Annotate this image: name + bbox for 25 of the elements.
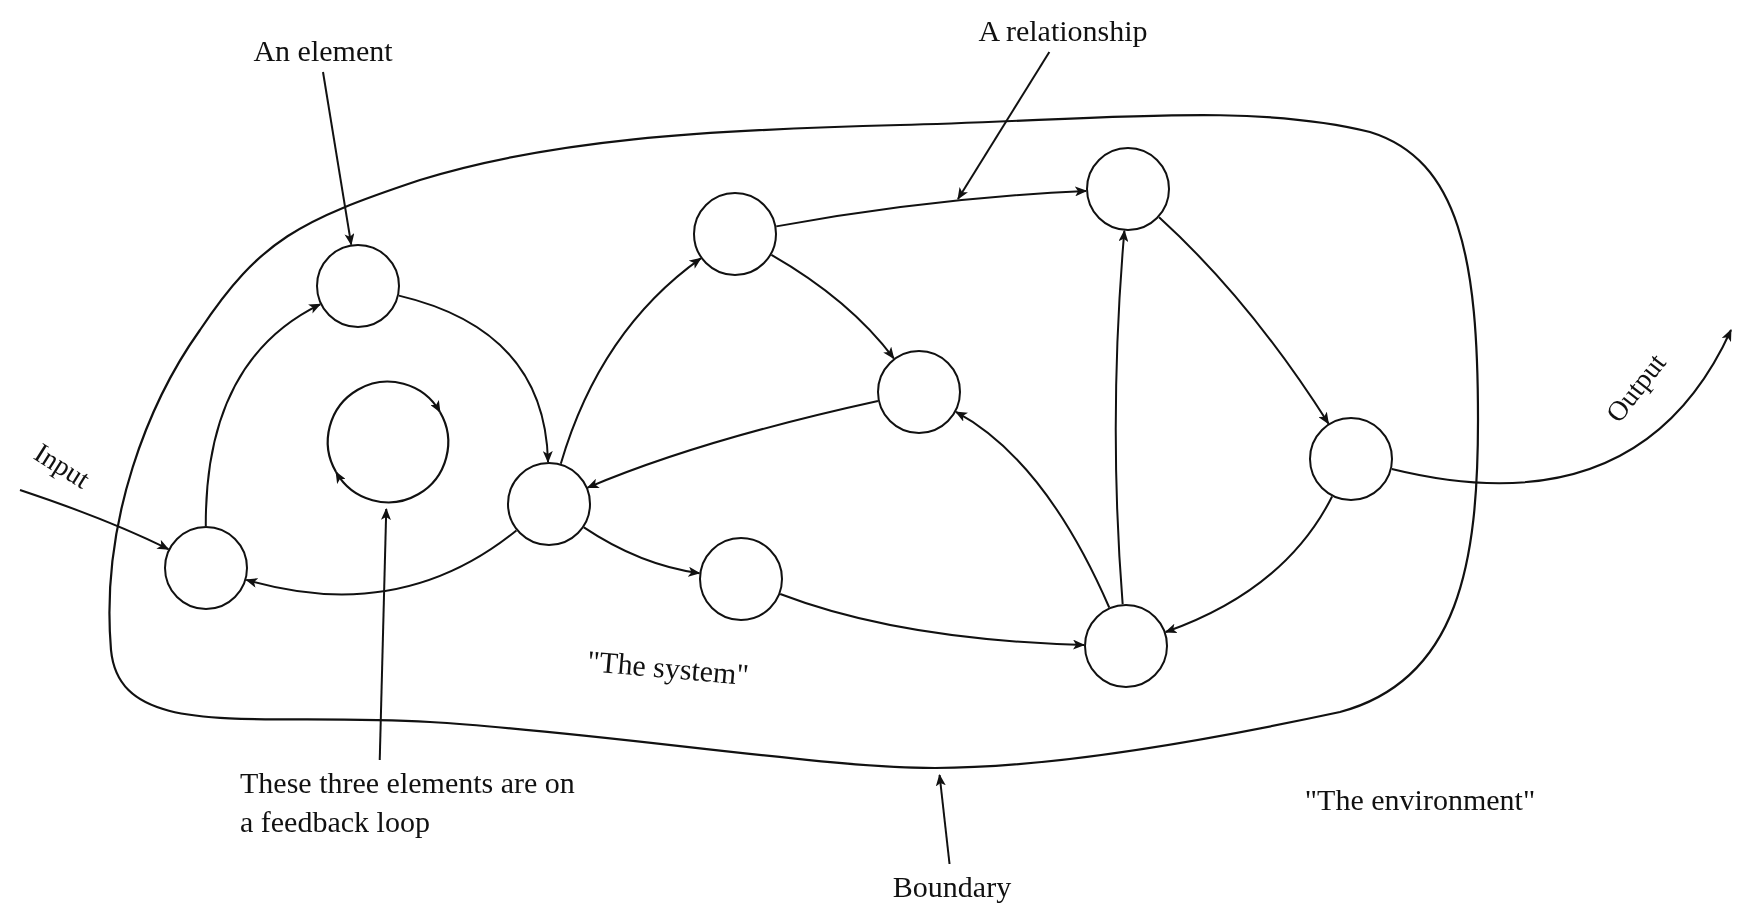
callout-text: An element xyxy=(233,28,413,72)
arrow xyxy=(954,410,1111,609)
arrow xyxy=(770,253,895,360)
arrow xyxy=(204,303,322,527)
arrow xyxy=(775,186,1088,228)
callout-text: These three elements are on a feedback loop xyxy=(240,760,580,844)
arrow xyxy=(19,489,170,551)
arrow xyxy=(1158,216,1330,425)
arrow xyxy=(582,526,701,577)
arrow xyxy=(245,529,518,596)
arrow xyxy=(397,294,553,463)
leader-line xyxy=(378,508,391,761)
system-label: "The system" xyxy=(585,644,751,692)
arrow xyxy=(1164,495,1334,634)
leader-line xyxy=(322,71,355,246)
leader-line xyxy=(935,774,951,865)
arrow xyxy=(1114,229,1129,606)
arrow xyxy=(559,257,702,465)
callout-text: Boundary xyxy=(877,864,1027,908)
leader-line xyxy=(957,51,1051,200)
callout-text: A relationship xyxy=(948,8,1178,52)
arrow xyxy=(1390,329,1732,485)
arrow xyxy=(779,593,1085,650)
environment-label: "The environment" xyxy=(1304,783,1536,817)
arrow xyxy=(586,400,879,489)
